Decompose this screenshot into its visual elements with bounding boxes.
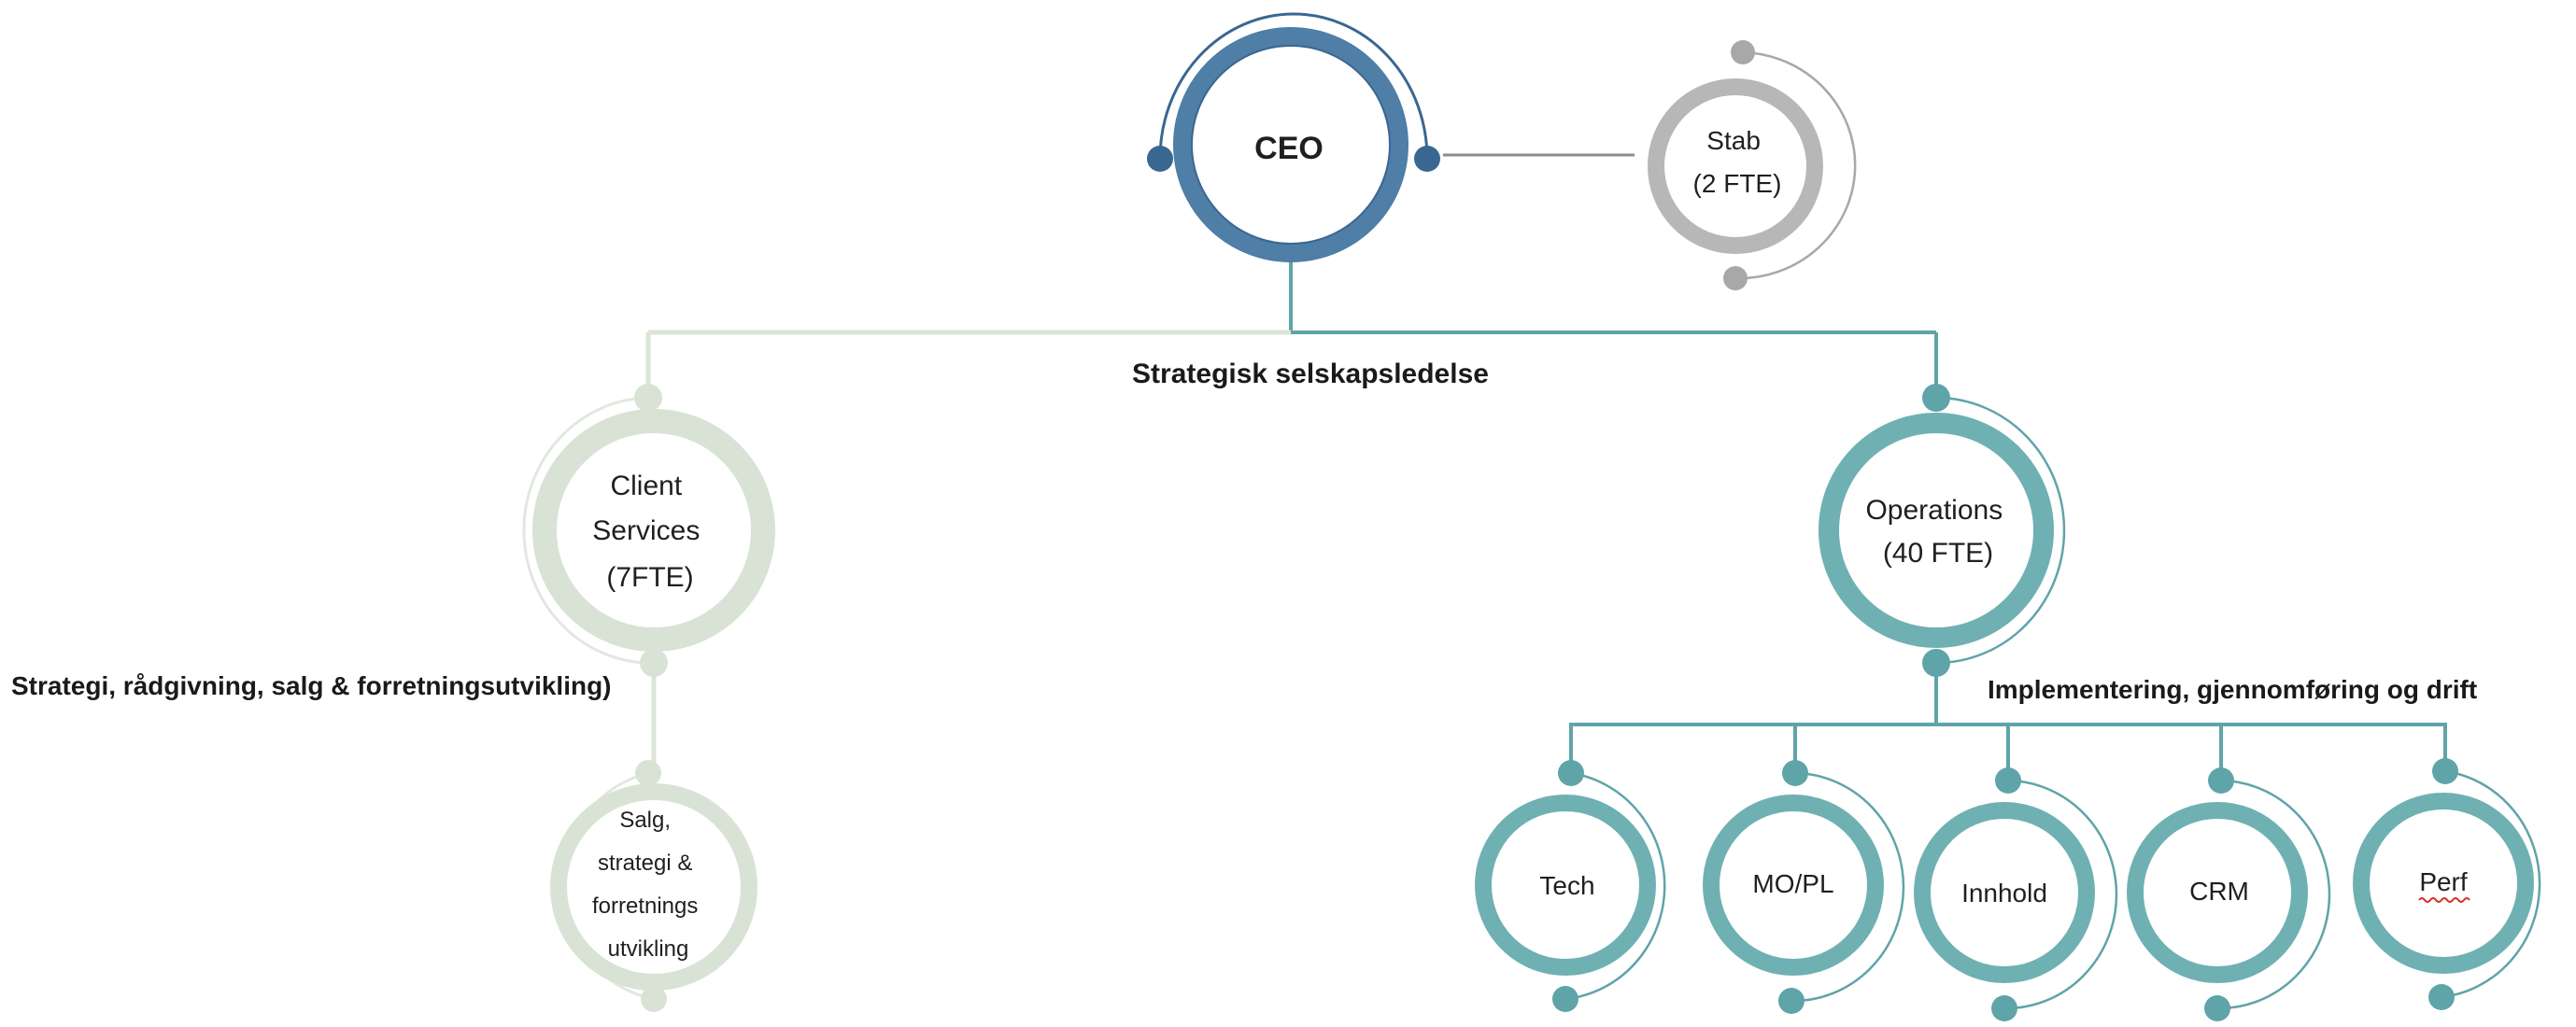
perf-label: Perf (2419, 867, 2468, 896)
client-services-node[interactable]: Client Services (7FTE) (522, 384, 775, 677)
crm-bottom-dot (2204, 995, 2230, 1021)
operations-bottom-dot (1922, 649, 1950, 677)
salg-ring (550, 783, 757, 991)
tech-top-dot (1558, 760, 1584, 786)
crm-top-dot (2208, 767, 2234, 794)
label-strategic: Strategisk selskapsledelse (1132, 359, 1489, 389)
ceo-inner-ring (1191, 45, 1391, 245)
stab-label: Stab (2 FTE) (1693, 126, 1782, 198)
perf-spellcheck-underline (2418, 897, 2470, 903)
innhold-bottom-dot (1991, 995, 2017, 1021)
mopl-bottom-dot (1778, 988, 1805, 1014)
mopl-node[interactable]: MO/PL (1703, 760, 1905, 1014)
client-label: Client Services (7FTE) (592, 471, 707, 593)
salg-top-dot (635, 760, 661, 786)
ceo-left-dot (1147, 146, 1173, 172)
stab-ring (1648, 78, 1823, 254)
crm-ring (2127, 802, 2308, 983)
tech-node[interactable]: Tech (1475, 760, 1666, 1012)
label-operations-area: Implementering, gjennomføring og drift (1988, 675, 2477, 704)
crm-label: CRM (2189, 877, 2249, 906)
perf-node[interactable]: Perf (2353, 758, 2541, 1010)
mopl-label: MO/PL (1752, 869, 1833, 898)
perf-bottom-dot (2428, 984, 2455, 1010)
salg-node[interactable]: Salg, strategi & forretnings utvikling (550, 760, 757, 1012)
client-ring (532, 409, 775, 652)
innhold-top-dot (1995, 767, 2021, 794)
operations-ring (1819, 413, 2054, 648)
tech-bottom-dot (1552, 986, 1578, 1012)
operations-label: Operations (40 FTE) (1865, 495, 2010, 569)
crm-node[interactable]: CRM (2127, 767, 2331, 1021)
salg-label: Salg, strategi & forretnings utvikling (592, 808, 704, 962)
client-outer-arc (522, 396, 655, 665)
innhold-label: Innhold (1961, 879, 2047, 907)
innhold-outer-arc (2003, 779, 2118, 1010)
ceo-label: CEO (1254, 131, 1323, 166)
stab-bottom-dot (1723, 266, 1748, 290)
innhold-node[interactable]: Innhold (1914, 767, 2118, 1021)
mopl-ring (1703, 795, 1884, 976)
stab-node[interactable]: Stab (2 FTE) (1648, 40, 1857, 290)
perf-outer-arc (2441, 769, 2541, 999)
tech-outer-arc (1564, 771, 1666, 1001)
mopl-outer-arc (1790, 771, 1905, 1003)
ceo-outer-arc (1158, 12, 1429, 160)
operations-outer-arc (1935, 396, 2066, 665)
ceo-node[interactable]: CEO (1147, 12, 1440, 262)
operations-node[interactable]: Operations (40 FTE) (1819, 384, 2066, 677)
tech-label: Tech (1539, 871, 1594, 900)
mopl-top-dot (1782, 760, 1808, 786)
client-top-dot (634, 384, 662, 412)
operations-top-dot (1922, 384, 1950, 412)
tech-ring (1475, 795, 1656, 976)
ceo-ring (1173, 27, 1408, 262)
client-bottom-dot (640, 649, 668, 677)
innhold-ring (1914, 802, 2095, 983)
perf-ring (2353, 793, 2534, 974)
stab-outer-arc (1734, 50, 1857, 280)
perf-top-dot (2432, 758, 2458, 784)
crm-outer-arc (2216, 779, 2331, 1010)
salg-bottom-dot (641, 986, 667, 1012)
label-client-area: Strategi, rådgivning, salg & forretnings… (11, 671, 612, 700)
ceo-right-dot (1414, 146, 1440, 172)
stab-top-dot (1731, 40, 1755, 64)
